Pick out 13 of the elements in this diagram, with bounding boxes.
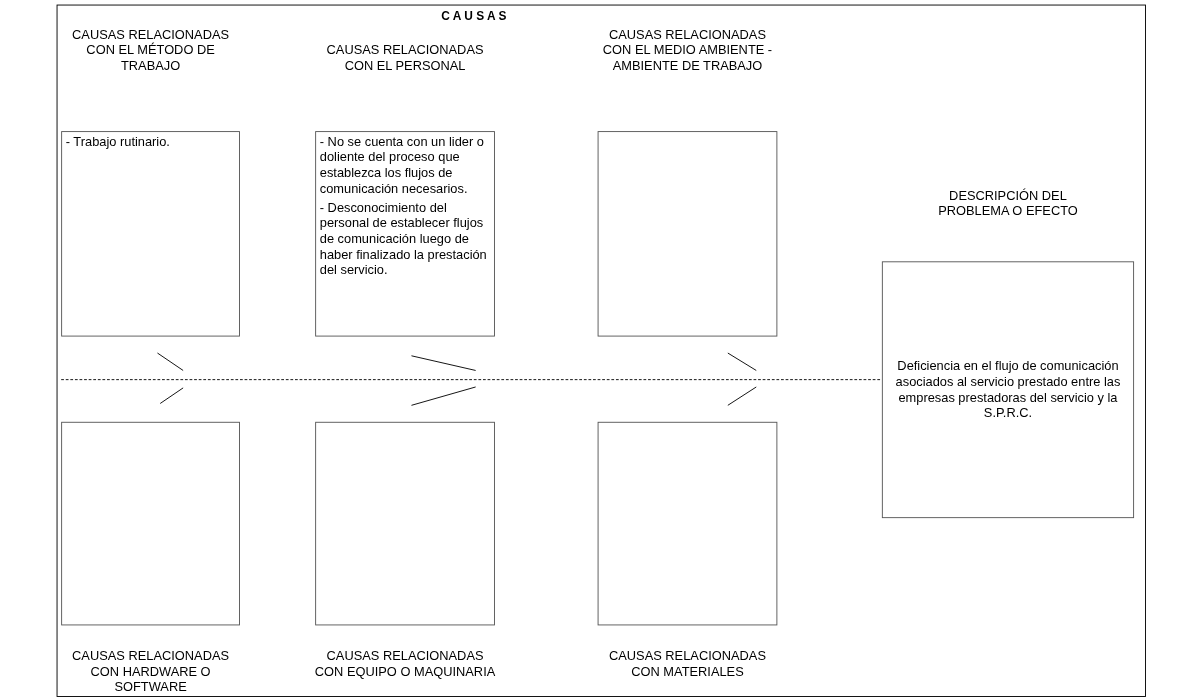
cause-text: - Trabajo rutinario. — [64, 132, 171, 151]
cause-text: - Desconocimiento del personal de establecer flujos de comunicación luego de haber finalizado la prestación del servicio. — [318, 198, 488, 279]
category-heading: CAUSAS RELACIONADAS CON HARDWARE O SOFTWARE — [71, 648, 231, 696]
category-heading: CAUSAS RELACIONADAS CON EQUIPO O MAQUINARIA — [313, 648, 497, 680]
category-heading: CAUSAS RELACIONADAS CON EL MEDIO AMBIENTE - AMBIENTE DE TRABAJO — [601, 26, 774, 74]
category-heading: CAUSAS RELACIONADAS CON EL MÉTODO DE TRABAJO — [71, 26, 231, 74]
category-heading: CAUSAS RELACIONADAS CON EL PERSONAL — [325, 42, 485, 74]
spine-line — [60, 379, 883, 381]
effect-text: Deficiencia en el flujo de comunicación asociados al servicio prestado entre las empresas prestadoras del servicio y la S.P.R.C. — [894, 358, 1122, 421]
category-heading: CAUSAS RELACIONADAS CON MATERIALES — [608, 648, 767, 680]
diagram-title: C A U S A S — [440, 9, 508, 23]
cause-text: - No se cuenta con un lider o doliente del proceso que establezca los flujos de comunicación necesarios. — [318, 132, 485, 198]
effect-heading: DESCRIPCIÓN DEL PROBLEMA O EFECTO — [937, 188, 1079, 220]
